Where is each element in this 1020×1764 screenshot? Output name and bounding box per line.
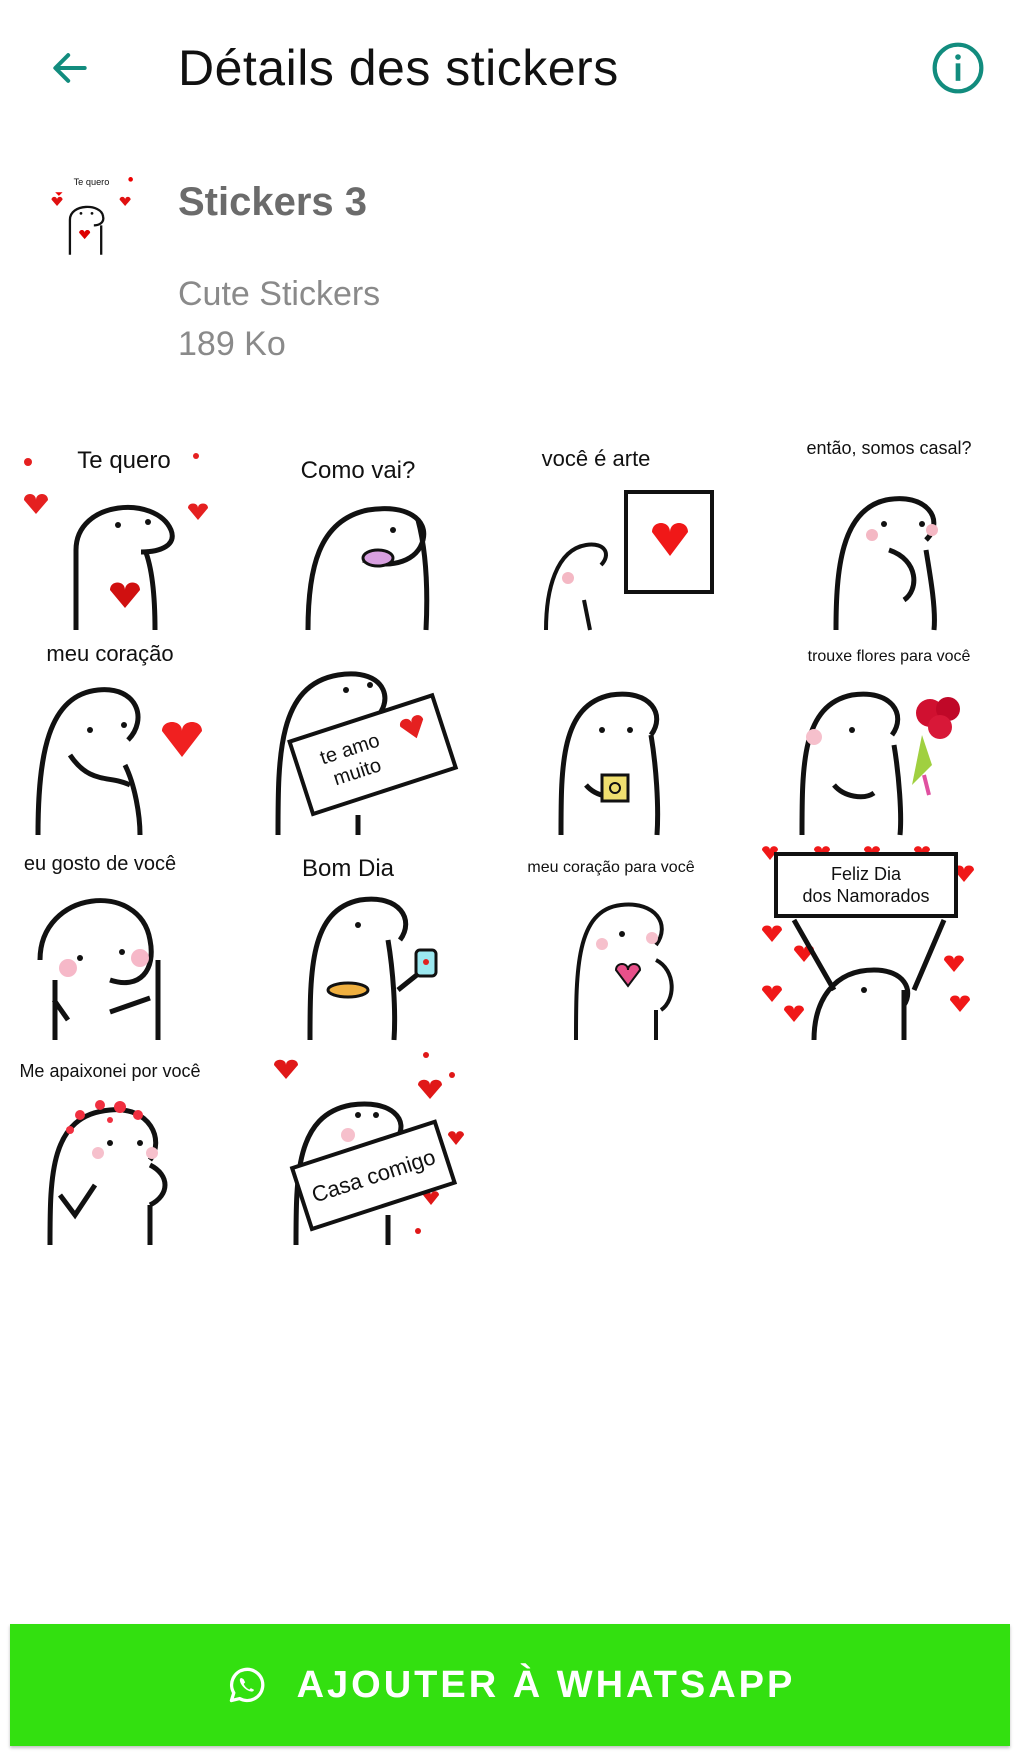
- svg-text:Me apaixonei por você: Me apaixonei por você: [19, 1061, 200, 1081]
- sticker-te-amo-muito[interactable]: te amo muito: [258, 635, 486, 840]
- sticker-voce-e-arte[interactable]: você é arte: [506, 430, 734, 635]
- sticker-te-quero[interactable]: Te quero: [10, 430, 238, 635]
- svg-text:então, somos casal?: então, somos casal?: [806, 438, 971, 458]
- info-circle-icon: [932, 42, 984, 94]
- whatsapp-icon: [229, 1667, 265, 1703]
- svg-text:Como vai?: Como vai?: [301, 457, 416, 484]
- pack-name: Stickers 3: [178, 180, 368, 224]
- sticker-entao-somos-casal[interactable]: então, somos casal?: [754, 430, 982, 635]
- svg-text:meu coração: meu coração: [46, 641, 173, 666]
- sticker-bom-dia[interactable]: Bom Dia: [258, 840, 486, 1045]
- sticker-ring-box[interactable]: [506, 635, 734, 840]
- back-button[interactable]: [40, 38, 100, 98]
- svg-text:Bom Dia: Bom Dia: [302, 855, 395, 882]
- pack-size: 189 Ko: [178, 325, 286, 363]
- svg-text:Feliz Dia: Feliz Dia: [831, 864, 902, 884]
- svg-text:trouxe flores para você: trouxe flores para você: [808, 648, 971, 665]
- svg-text:eu gosto de você: eu gosto de você: [24, 853, 176, 875]
- info-button[interactable]: [930, 40, 986, 96]
- arrow-left-icon: [53, 53, 87, 83]
- sticker-me-apaixonei-por-voce[interactable]: Me apaixonei por você: [10, 1045, 238, 1250]
- svg-text:você é arte: você é arte: [542, 446, 651, 471]
- svg-text:dos Namorados: dos Namorados: [802, 886, 929, 906]
- sticker-grid: Te quero Como vai? você é arte ent: [10, 430, 1010, 1250]
- add-to-whatsapp-button[interactable]: AJOUTER À WHATSAPP: [10, 1624, 1010, 1746]
- sticker-como-vai[interactable]: Como vai?: [258, 430, 486, 635]
- svg-text:meu coração para você: meu coração para você: [527, 859, 694, 876]
- add-to-whatsapp-label: AJOUTER À WHATSAPP: [296, 1663, 796, 1706]
- sticker-meu-coracao-para-voce[interactable]: meu coração para você: [506, 840, 734, 1045]
- pack-publisher: Cute Stickers: [178, 275, 381, 313]
- sticker-eu-gosto-de-voce[interactable]: eu gosto de você: [10, 840, 238, 1045]
- sticker-meu-coracao[interactable]: meu coração: [10, 635, 238, 840]
- sticker-trouxe-flores[interactable]: trouxe flores para você: [754, 635, 982, 840]
- pack-tray-icon: Te quero: [46, 172, 138, 264]
- page-title: Détails des stickers: [178, 40, 619, 96]
- sticker-pack-info: Te quero Stickers 3 Cute Stickers 189 Ko: [0, 150, 1020, 380]
- sticker-feliz-dia-dos-namorados[interactable]: Feliz Dia dos Namorados: [754, 840, 982, 1045]
- svg-text:Te quero: Te quero: [74, 177, 110, 187]
- svg-text:Te quero: Te quero: [77, 447, 170, 474]
- sticker-casa-comigo[interactable]: Casa comigo: [258, 1045, 486, 1250]
- app-bar: Détails des stickers: [0, 0, 1020, 140]
